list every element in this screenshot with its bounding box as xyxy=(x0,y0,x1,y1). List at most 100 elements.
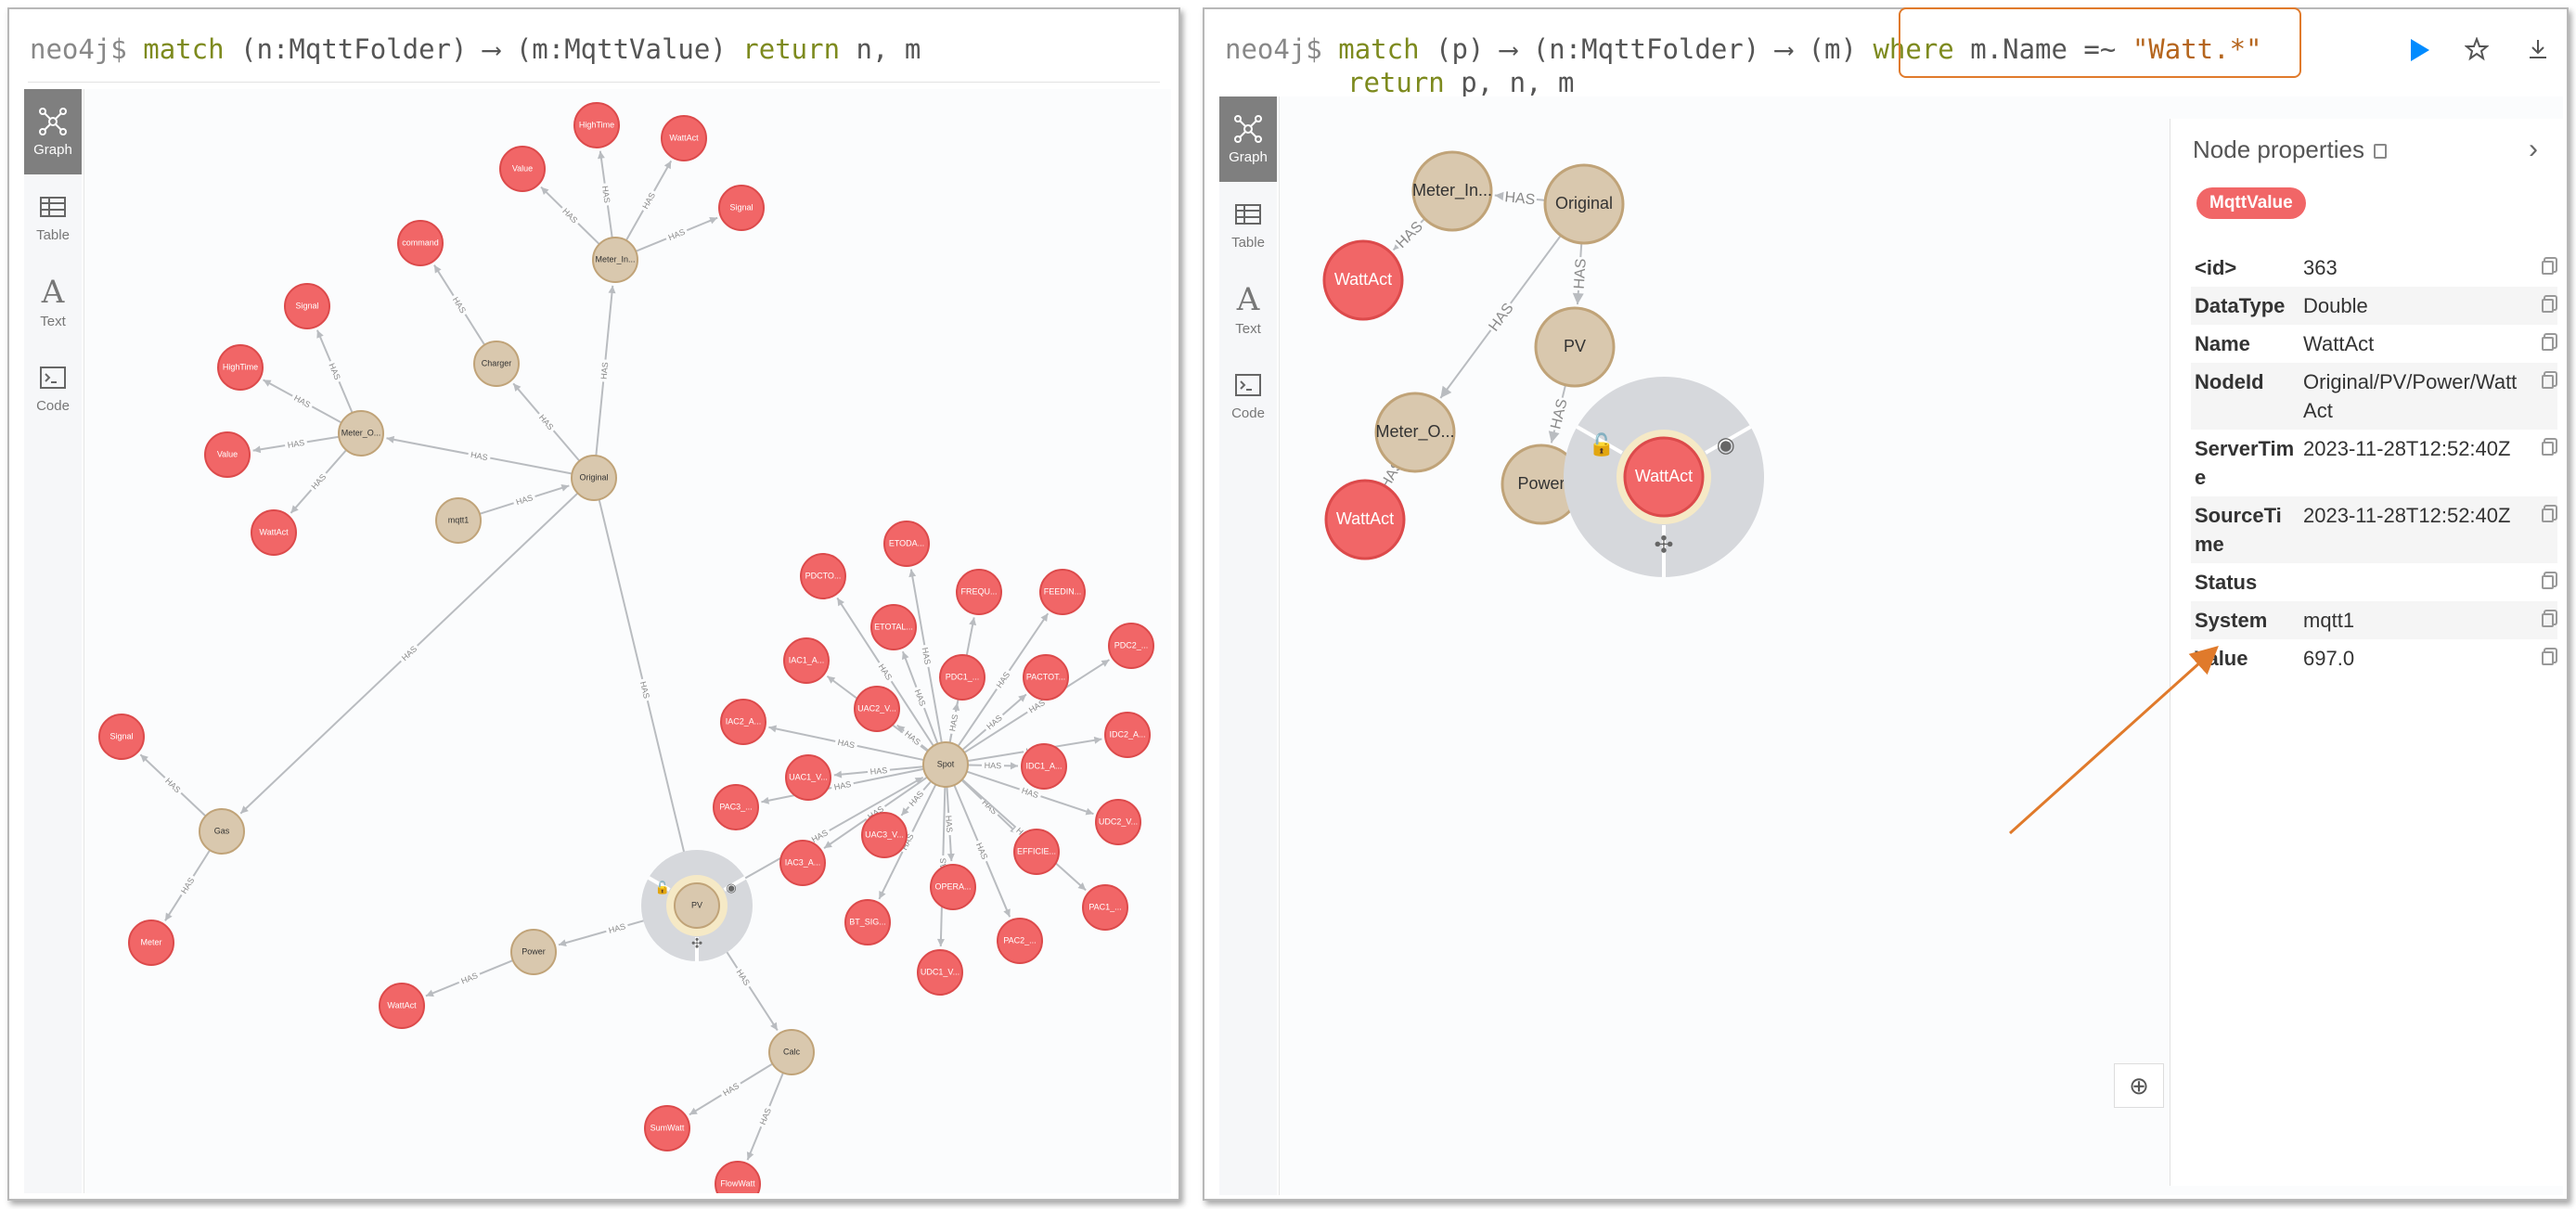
mqtt-value-node[interactable] xyxy=(783,637,830,684)
mqtt-folder-node[interactable] xyxy=(1534,306,1616,388)
mqtt-value-node[interactable] xyxy=(661,115,707,161)
graph-view-button[interactable]: Graph xyxy=(24,89,82,174)
edge-arrowhead xyxy=(316,329,324,339)
copy-icon[interactable] xyxy=(2542,261,2554,275)
mqtt-value-node[interactable] xyxy=(1023,654,1069,701)
mqtt-folder-node[interactable] xyxy=(1374,392,1456,473)
node-caption: FEEDIN... xyxy=(1044,586,1082,596)
code-view-button[interactable]: Code xyxy=(24,345,82,431)
mqtt-folder-node[interactable] xyxy=(674,882,720,929)
mqtt-folder-node[interactable] xyxy=(199,808,245,855)
mqtt-value-node[interactable] xyxy=(1095,799,1141,845)
mqtt-value-node[interactable] xyxy=(715,1161,761,1193)
hide-eye-icon[interactable]: ◉ xyxy=(726,881,737,894)
mqtt-folder-node[interactable] xyxy=(1543,163,1625,245)
mqtt-value-node[interactable] xyxy=(98,714,145,760)
mqtt-folder-node[interactable] xyxy=(768,1029,815,1075)
expand-icon[interactable]: ✣ xyxy=(691,936,702,951)
mqtt-value-node[interactable] xyxy=(939,654,985,701)
mqtt-folder-node[interactable] xyxy=(473,341,520,387)
mqtt-value-node[interactable] xyxy=(1623,436,1705,518)
copy-icon[interactable] xyxy=(2542,442,2554,456)
copy-icon[interactable] xyxy=(2542,299,2554,313)
table-view-button[interactable]: Table xyxy=(1219,182,1277,267)
query-editor[interactable]: neo4j$ match (p) ⟶ (n:MqttFolder) ⟶ (m) … xyxy=(1225,32,2262,67)
mqtt-value-node[interactable] xyxy=(397,220,444,266)
node-caption: UDC1_V... xyxy=(921,967,960,976)
mqtt-value-node[interactable] xyxy=(718,185,765,231)
mqtt-value-node[interactable] xyxy=(1039,569,1086,615)
mqtt-value-node[interactable] xyxy=(1021,743,1067,790)
mqtt-folder-node[interactable] xyxy=(571,455,617,501)
mqtt-value-node[interactable] xyxy=(251,509,297,556)
text-view-button[interactable]: A Text xyxy=(1219,267,1277,353)
graph-view-button[interactable]: Graph xyxy=(1219,96,1277,182)
mqtt-value-node[interactable] xyxy=(861,812,908,858)
mqtt-value-node[interactable] xyxy=(1322,239,1404,321)
mqtt-folder-node[interactable] xyxy=(922,741,969,788)
mqtt-value-node[interactable] xyxy=(644,1105,690,1151)
mqtt-value-node[interactable] xyxy=(870,604,917,650)
table-view-button[interactable]: Table xyxy=(24,174,82,260)
mqtt-value-node[interactable] xyxy=(284,283,330,329)
mqtt-folder-node[interactable] xyxy=(510,929,557,975)
mqtt-value-node[interactable] xyxy=(854,686,900,732)
mqtt-folder-node[interactable] xyxy=(592,237,638,283)
download-icon xyxy=(2530,40,2546,58)
text-view-button[interactable]: A Text xyxy=(24,260,82,345)
mqtt-value-node[interactable] xyxy=(1082,884,1128,931)
mqtt-value-node[interactable] xyxy=(997,918,1043,964)
copy-icon[interactable] xyxy=(2542,613,2554,627)
graph-visualization[interactable]: HASHASHASHASHASHASHASMeter_In...Original… xyxy=(1280,96,2563,1195)
collapse-panel-chevron-icon[interactable]: › xyxy=(2529,134,2538,164)
properties-title-text: Node properties xyxy=(2193,135,2364,163)
query-editor[interactable]: neo4j$ match (n:MqttFolder) ⟶ (m:MqttVal… xyxy=(30,32,921,67)
unlock-icon[interactable]: 🔓 xyxy=(655,881,670,894)
mqtt-value-node[interactable] xyxy=(785,754,831,801)
copy-icon[interactable] xyxy=(2542,575,2554,589)
mqtt-value-node[interactable] xyxy=(573,102,620,148)
mqtt-value-node[interactable] xyxy=(1104,712,1151,758)
mqtt-value-node[interactable] xyxy=(720,699,766,745)
mqtt-value-node[interactable] xyxy=(956,569,1002,615)
mqtt-value-node[interactable] xyxy=(800,553,846,599)
node-label-badge[interactable]: MqttValue xyxy=(2196,187,2306,219)
mqtt-value-node[interactable] xyxy=(883,521,930,567)
copy-icon[interactable] xyxy=(2542,651,2554,665)
copy-icon[interactable] xyxy=(2542,508,2554,522)
edge-arrowhead xyxy=(1010,762,1019,770)
hide-eye-icon[interactable]: ◉ xyxy=(1717,432,1735,457)
run-button[interactable] xyxy=(2407,37,2431,70)
mqtt-value-node[interactable] xyxy=(1324,479,1406,560)
copy-icon[interactable] xyxy=(2542,337,2554,351)
expand-icon[interactable]: ✣ xyxy=(1654,533,1673,559)
mqtt-value-node[interactable] xyxy=(917,949,963,996)
unlock-icon[interactable]: 🔓 xyxy=(1589,432,1616,457)
edge-label: HAS xyxy=(869,765,887,777)
mqtt-value-node[interactable] xyxy=(713,784,759,830)
favorite-button[interactable] xyxy=(2464,36,2490,68)
node-caption: command xyxy=(402,238,439,247)
code-view-button[interactable]: Code xyxy=(1219,353,1277,438)
zoom-in-button[interactable]: ⊕ xyxy=(2114,1063,2164,1108)
mqtt-value-node[interactable] xyxy=(499,146,546,192)
mqtt-value-node[interactable] xyxy=(128,920,174,966)
mqtt-folder-node[interactable] xyxy=(338,410,384,457)
edge-arrowhead xyxy=(689,1107,698,1115)
mqtt-value-node[interactable] xyxy=(204,431,251,478)
mqtt-value-node[interactable] xyxy=(379,983,425,1029)
download-button[interactable] xyxy=(2526,37,2550,68)
mqtt-folder-node[interactable] xyxy=(1411,150,1493,232)
mqtt-value-node[interactable] xyxy=(844,899,891,945)
mqtt-value-node[interactable] xyxy=(930,864,976,910)
mqtt-value-node[interactable] xyxy=(1013,829,1060,875)
mqtt-value-node[interactable] xyxy=(1108,623,1154,669)
mqtt-value-node[interactable] xyxy=(217,344,264,391)
copy-icon[interactable] xyxy=(2542,375,2554,389)
mqtt-folder-node[interactable] xyxy=(435,497,482,544)
mqtt-value-node[interactable] xyxy=(779,840,826,886)
copy-all-icon[interactable] xyxy=(2374,144,2387,160)
